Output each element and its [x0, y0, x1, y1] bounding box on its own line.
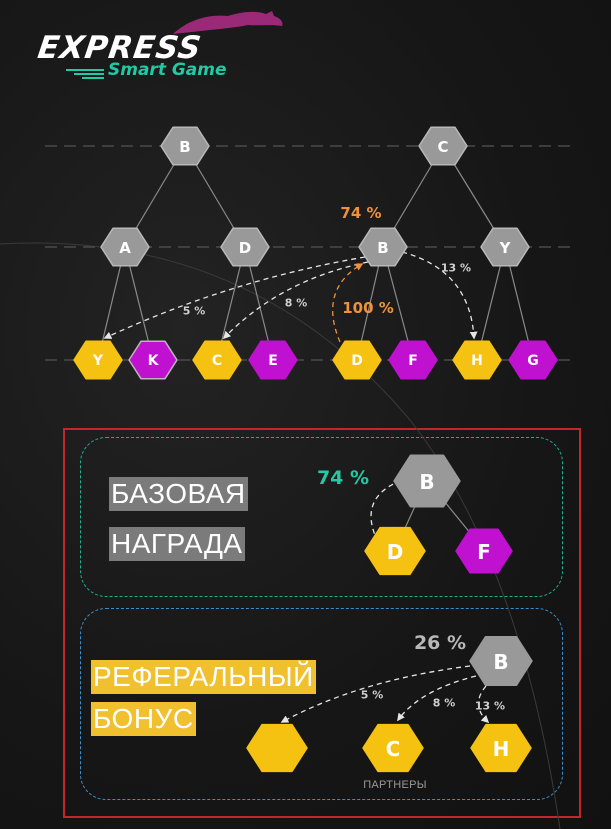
node-mid-0-label: A	[119, 239, 131, 257]
ref-arrow-left	[280, 665, 471, 723]
node-leaf-0: Y	[73, 340, 123, 380]
node-leaf-6-label: H	[471, 353, 483, 369]
node-leaf-2: C	[192, 340, 242, 380]
node-mid-1: D	[220, 227, 270, 267]
pct-74: 74 %	[340, 204, 381, 222]
node-leaf-7: G	[508, 340, 558, 380]
ref-pct-8: 8 %	[433, 697, 456, 710]
decor-curve	[0, 242, 561, 829]
node-mid-3: Y	[480, 227, 530, 267]
base-node-right: F	[455, 528, 513, 574]
ref-pct-13: 13 %	[475, 700, 505, 713]
upper-tree-nodes: B C A D B Y Y K C E D F H G	[73, 126, 558, 380]
base-node-top-label: B	[419, 470, 434, 494]
ref-node-left	[246, 723, 308, 773]
node-top-b-label: B	[179, 138, 190, 156]
node-leaf-4: D	[332, 340, 382, 380]
ref-pct-5: 5 %	[361, 689, 384, 702]
tree-edges	[97, 145, 534, 361]
pct-8: 8 %	[285, 297, 308, 310]
node-mid-2-label: B	[377, 239, 388, 257]
node-leaf-1: K	[128, 340, 178, 380]
base-pct: 74 %	[317, 467, 369, 489]
node-leaf-1-label: K	[148, 353, 160, 369]
base-reward-panel	[80, 437, 563, 597]
node-mid-1-label: D	[239, 239, 251, 257]
panther-icon	[173, 11, 283, 34]
referral-bonus-panel	[80, 608, 563, 800]
pct-100: 100 %	[342, 299, 394, 317]
frame-border	[63, 428, 581, 818]
ref-arrow-mid	[397, 675, 477, 722]
ref-node-mid-label: C	[386, 737, 401, 761]
node-mid-3-label: Y	[499, 239, 512, 257]
node-top-b: B	[160, 126, 210, 166]
base-node-left: D	[364, 526, 426, 576]
node-leaf-3: E	[248, 340, 298, 380]
base-node-top: B	[393, 454, 461, 508]
ref-node-top-label: B	[493, 650, 508, 674]
referral-title-line1: РЕФЕРАЛЬНЫЙ	[91, 660, 316, 694]
referral-title-line2: БОНУС	[91, 702, 196, 736]
base-reward-nodes: B D F	[364, 454, 513, 576]
node-leaf-6: H	[452, 340, 502, 380]
base-reward-title-line2: НАГРАДА	[109, 527, 245, 561]
node-leaf-3-label: E	[268, 353, 278, 369]
node-top-c: C	[418, 126, 468, 166]
ref-arrow-right	[477, 685, 490, 724]
referral-nodes: B C H	[246, 636, 533, 773]
base-node-right-label: F	[477, 540, 491, 564]
logo-subtitle: Smart Game	[108, 60, 227, 80]
pct-5: 5 %	[183, 305, 206, 318]
arrow-to-Y	[103, 256, 366, 339]
node-top-c-label: C	[437, 138, 448, 156]
partners-label: ПАРТНЕРЫ	[363, 779, 427, 791]
ref-node-right: H	[470, 723, 532, 773]
base-reward-title-line1: БАЗОВАЯ	[109, 477, 248, 511]
node-leaf-7-label: G	[527, 353, 539, 369]
arrow-D-to-B	[332, 263, 364, 343]
base-node-left-label: D	[387, 540, 404, 564]
ref-node-top: B	[469, 636, 533, 686]
ref-node-mid: C	[362, 723, 424, 773]
node-leaf-5-label: F	[408, 353, 418, 369]
speed-lines-icon	[66, 69, 104, 79]
pct-13: 13 %	[441, 262, 471, 275]
node-leaf-5: F	[388, 340, 438, 380]
ref-pct-26: 26 %	[414, 632, 466, 654]
node-mid-2: B	[358, 227, 408, 267]
node-mid-0: A	[100, 227, 150, 267]
ref-node-right-label: H	[493, 737, 510, 761]
node-leaf-4-label: D	[351, 353, 363, 369]
node-leaf-2-label: C	[212, 353, 222, 369]
arrow-to-C	[222, 261, 369, 340]
node-leaf-0-label: Y	[92, 353, 104, 369]
logo: EXPRESS Smart Game	[35, 8, 283, 83]
